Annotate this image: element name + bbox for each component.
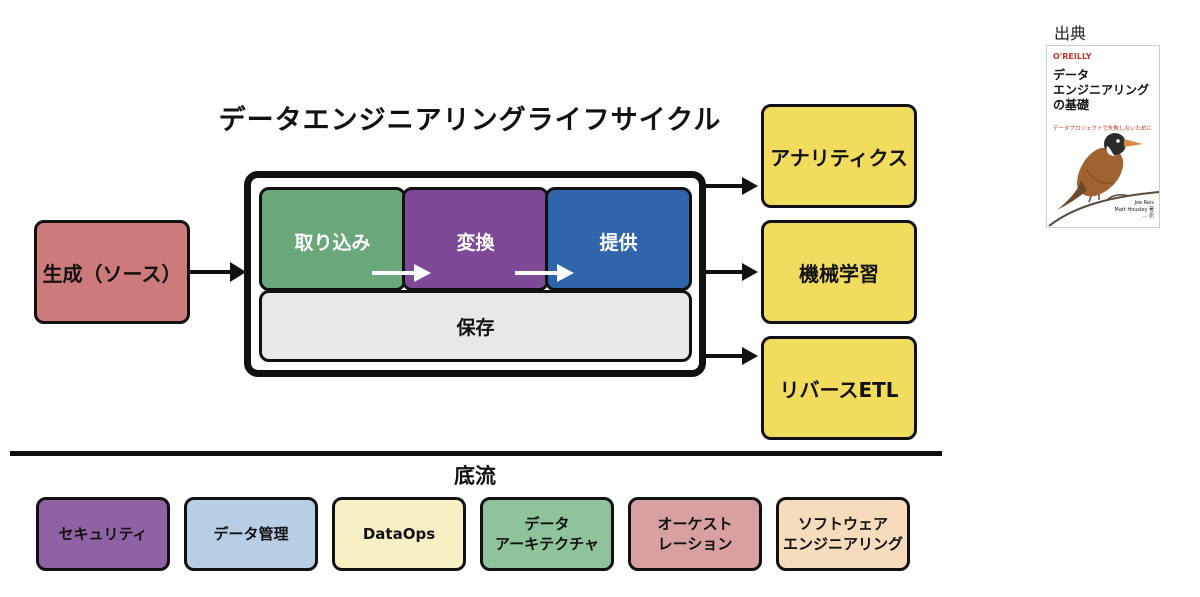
output-analytics: アナリティクス: [761, 104, 917, 208]
book-cover: O'REILLY データ エンジニアリング の基礎 データプロジェクトで失敗しな…: [1046, 45, 1160, 228]
source-node: 生成（ソース）: [34, 220, 190, 324]
book-authors: Joe Reis Matt Housley 著 … 訳: [1114, 200, 1155, 219]
bird-illustration-icon: [1048, 133, 1159, 227]
book-subtitle: データプロジェクトで失敗しないために: [1053, 126, 1153, 132]
stage-serve: 提供: [545, 187, 692, 291]
frame-to-reverse-etl-arrow: [706, 347, 758, 365]
frame-to-analytics-arrow: [706, 177, 758, 195]
output-machine-learning: 機械学習: [761, 220, 917, 324]
undercurrent-data-architecture: データ アーキテクチャ: [480, 497, 614, 571]
source-to-frame-arrow: [190, 262, 246, 282]
diagram-title: データエンジニアリングライフサイクル: [218, 105, 722, 136]
stage-ingest: 取り込み: [259, 187, 406, 291]
lifecycle-frame: [244, 171, 706, 377]
frame-to-ml-arrow: [706, 263, 758, 281]
undercurrent-dataops: DataOps: [332, 497, 466, 571]
undercurrent-data-management: データ管理: [184, 497, 318, 571]
storage-node: 保存: [259, 290, 692, 362]
undercurrent-security: セキュリティ: [36, 497, 170, 571]
undercurrent-divider: [10, 451, 942, 456]
book-publisher-logo: O'REILLY: [1053, 52, 1092, 61]
book-title: データ エンジニアリング の基礎: [1053, 68, 1150, 112]
citation-label: 出典: [1054, 24, 1087, 43]
undercurrents-title: 底流: [454, 464, 496, 488]
undercurrent-software-engineering: ソフトウェア エンジニアリング: [776, 497, 910, 571]
undercurrent-orchestration: オーケスト レーション: [628, 497, 762, 571]
stage-transform: 変換: [402, 187, 549, 291]
output-reverse-etl: リバースETL: [761, 336, 917, 440]
